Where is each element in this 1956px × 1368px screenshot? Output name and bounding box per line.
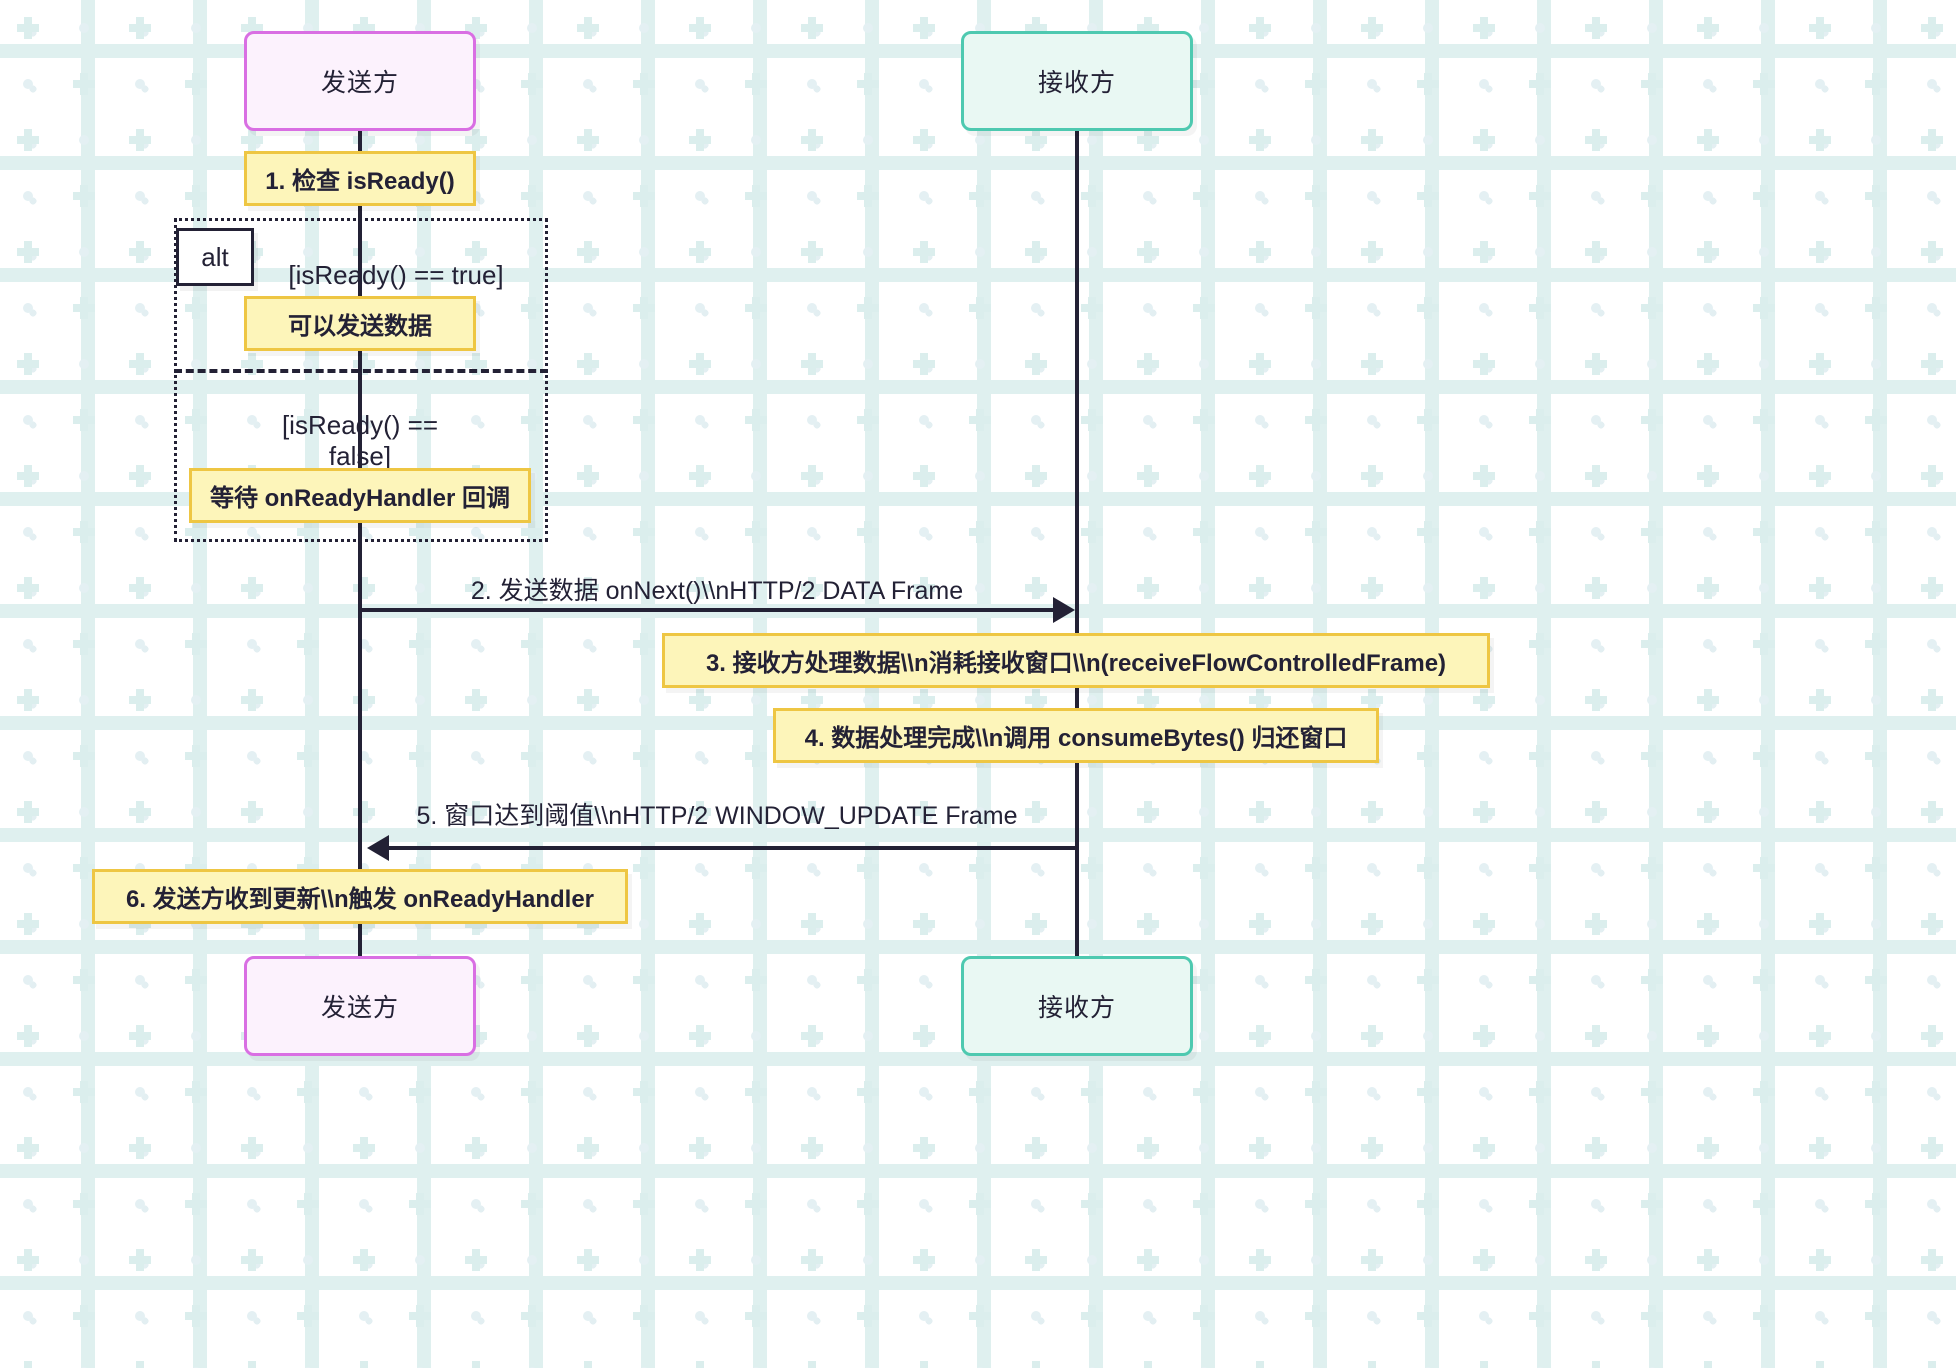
alt-condition-true: [isReady() == true] — [262, 228, 530, 291]
note-can-send-data-text: 可以发送数据 — [288, 313, 432, 340]
note-sender-receives-update: 6. 发送方收到更新\\n触发 onReadyHandler — [92, 869, 628, 924]
actor-label-sender-top: 发送方 — [320, 69, 399, 97]
note-receiver-process-data: 3. 接收方处理数据\\n消耗接收窗口\\n(receiveFlowContro… — [662, 633, 1490, 688]
actor-box-receiver-bottom[interactable]: 接收方 — [961, 956, 1193, 1056]
alt-fragment — [174, 218, 548, 542]
alt-fragment-divider — [174, 369, 548, 373]
alt-condition-true-text: [isReady() == true] — [288, 259, 504, 290]
actor-label-receiver-top: 接收方 — [1037, 69, 1116, 97]
message-2-label-text: 2. 发送数据 onNext()\\nHTTP/2 DATA Frame — [470, 577, 964, 605]
actor-box-sender-top[interactable]: 发送方 — [244, 31, 476, 131]
note-check-isready-text: 1. 检查 isReady() — [265, 168, 455, 195]
lifeline-receiver — [1075, 130, 1079, 960]
message-5-arrowhead — [367, 835, 389, 861]
message-5-label-text: 5. 窗口达到阈值\\nHTTP/2 WINDOW_UPDATE Frame — [416, 802, 1018, 830]
note-receiver-process-data-text: 3. 接收方处理数据\\n消耗接收窗口\\n(receiveFlowContro… — [705, 650, 1447, 677]
alt-fragment-label-text: alt — [201, 241, 229, 272]
note-consume-bytes-text: 4. 数据处理完成\\n调用 consumeBytes() 归还窗口 — [804, 725, 1348, 752]
alt-condition-false: [isReady() == false] — [226, 378, 494, 473]
actor-box-receiver-top[interactable]: 接收方 — [961, 31, 1193, 131]
message-2-line — [358, 608, 1058, 612]
alt-fragment-label: alt — [176, 228, 254, 286]
note-check-isready: 1. 检查 isReady() — [244, 151, 476, 206]
note-can-send-data: 可以发送数据 — [244, 296, 476, 351]
message-2-arrowhead — [1053, 597, 1075, 623]
actor-label-receiver-bottom: 接收方 — [1037, 994, 1116, 1022]
message-5-line — [380, 846, 1077, 850]
note-wait-onreadyhandler-text: 等待 onReadyHandler 回调 — [209, 485, 511, 512]
message-2-label: 2. 发送数据 onNext()\\nHTTP/2 DATA Frame — [360, 571, 1074, 607]
note-wait-onreadyhandler: 等待 onReadyHandler 回调 — [189, 468, 531, 523]
note-sender-receives-update-text: 6. 发送方收到更新\\n触发 onReadyHandler — [125, 886, 595, 913]
message-5-label: 5. 窗口达到阈值\\nHTTP/2 WINDOW_UPDATE Frame — [360, 796, 1074, 832]
actor-box-sender-bottom[interactable]: 发送方 — [244, 956, 476, 1056]
lifeline-sender — [358, 130, 362, 960]
actor-label-sender-bottom: 发送方 — [320, 994, 399, 1022]
note-consume-bytes: 4. 数据处理完成\\n调用 consumeBytes() 归还窗口 — [773, 708, 1379, 763]
alt-condition-false-text: [isReady() == false] — [281, 409, 439, 472]
